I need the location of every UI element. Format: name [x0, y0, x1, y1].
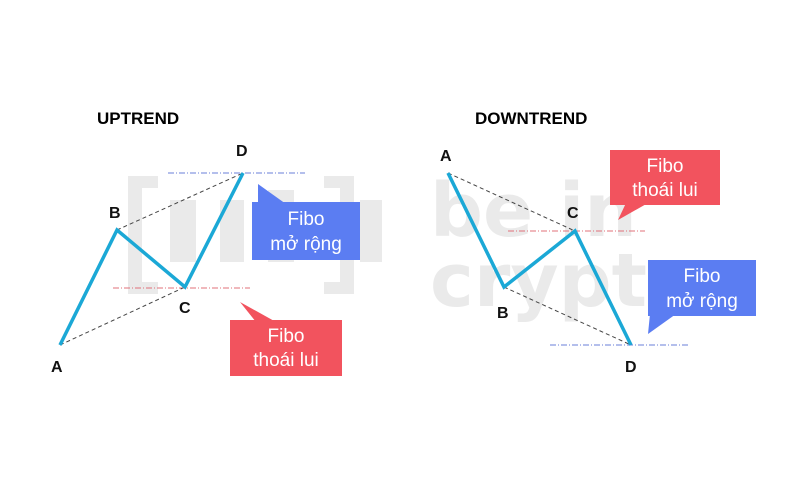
- downtrend-extension-callout: Fibo mở rộng: [648, 260, 756, 334]
- downtrend-point-c: C: [567, 205, 579, 222]
- uptrend-point-a: A: [51, 359, 63, 376]
- uptrend-ac-guide: [59, 286, 186, 346]
- uptrend-retracement-callout: Fibo thoái lui: [230, 302, 342, 376]
- downtrend-abcd-wave: [446, 172, 633, 346]
- downtrend-ac-guide: [447, 172, 576, 232]
- uptrend-retracement-line2: thoái lui: [253, 350, 319, 371]
- uptrend-extension-callout: Fibo mở rộng: [252, 184, 360, 260]
- uptrend-bd-guide: [116, 172, 244, 231]
- downtrend-extension-line2: mở rộng: [666, 291, 738, 312]
- downtrend-panel: DOWNTREND A B C D Fibo thoái lui Fibo mở…: [440, 109, 756, 376]
- downtrend-title: DOWNTREND: [475, 109, 587, 128]
- uptrend-retracement-line1: Fibo: [268, 326, 305, 347]
- downtrend-extension-line1: Fibo: [684, 266, 721, 287]
- downtrend-retracement-line2: thoái lui: [632, 180, 698, 201]
- uptrend-point-d: D: [236, 143, 248, 160]
- downtrend-bd-guide: [503, 286, 632, 346]
- downtrend-retracement-callout: Fibo thoái lui: [610, 150, 720, 220]
- downtrend-point-b: B: [497, 305, 509, 322]
- uptrend-extension-line1: Fibo: [288, 209, 325, 230]
- uptrend-extension-line2: mở rộng: [270, 234, 342, 255]
- uptrend-title: UPTREND: [97, 109, 179, 128]
- downtrend-point-d: D: [625, 359, 637, 376]
- downtrend-retracement-line1: Fibo: [647, 156, 684, 177]
- watermark-line1: be in: [430, 168, 637, 254]
- downtrend-point-a: A: [440, 148, 452, 165]
- uptrend-point-c: C: [179, 300, 191, 317]
- uptrend-point-b: B: [109, 205, 121, 222]
- uptrend-abcd-wave: [58, 172, 245, 346]
- uptrend-panel: UPTREND A B C D Fibo mở rộng Fibo thoái …: [51, 109, 360, 376]
